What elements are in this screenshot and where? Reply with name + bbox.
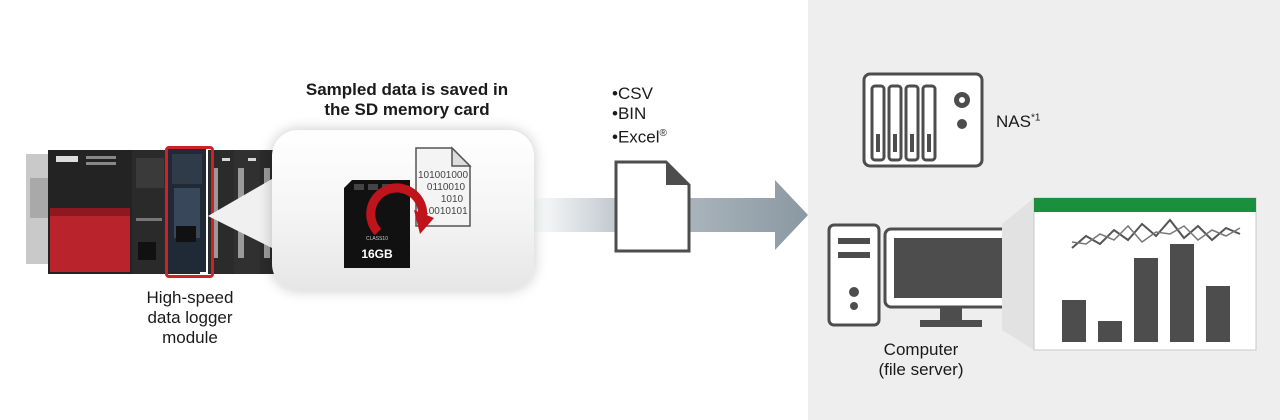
doc-bits-1: 101001000 [418,170,468,181]
file-icon [614,160,691,253]
doc-bits-3: 1010 [441,194,464,205]
callout-pointer [208,172,284,254]
screen-bar [1170,244,1194,342]
module-label: High-speed data logger module [146,288,234,347]
callout-title: Sampled data is saved in the SD memory c… [305,80,509,119]
screen-bar [1134,258,1158,342]
nas-label: NAS*1 [996,112,1041,131]
screen-bar-chart [1062,244,1230,342]
screen-bar [1098,321,1122,342]
computer-label: Computer (file server) [878,340,964,379]
sd-class: CLASS10 [366,236,388,242]
computer-tower-icon [827,223,881,327]
trend-line-1 [1071,218,1241,249]
nas-icon [862,72,984,168]
screen-bar [1062,300,1086,342]
format-item-csv: •CSV [612,84,653,103]
format-list: •CSV •BIN •Excel® [612,84,667,148]
chart-window [1002,197,1257,351]
doc-bits-2: 0110010 [427,182,466,193]
format-item-excel: •Excel® [612,127,667,147]
format-item-bin: •BIN [612,104,647,123]
doc-bits-4: 110010101 [418,206,468,217]
module-highlight [165,146,214,278]
screen-bar [1206,286,1230,342]
monitor-icon [883,227,1019,327]
sd-card-icon: 16GB CLASS10 101001000 0110010 1010 1100… [344,146,472,268]
trend-line-2 [1071,224,1241,245]
sd-capacity: 16GB [361,247,393,261]
